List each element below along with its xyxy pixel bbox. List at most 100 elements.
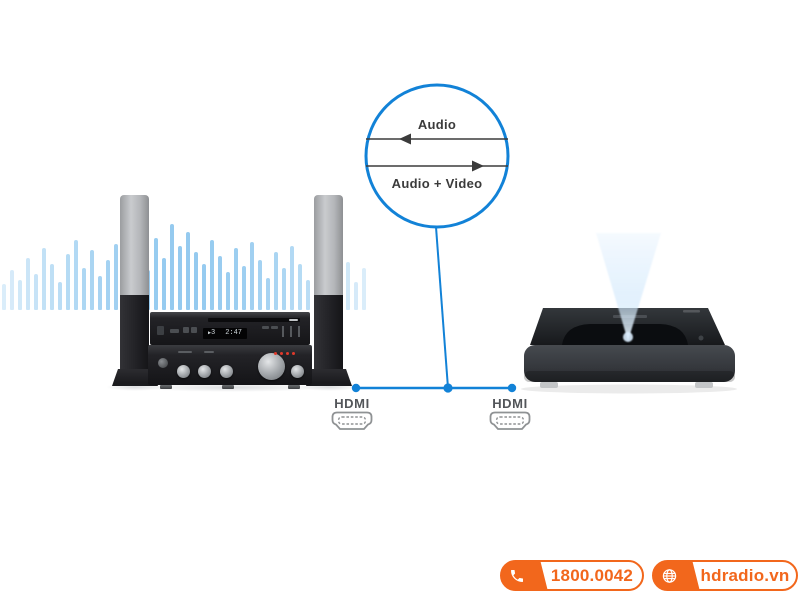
foot <box>288 385 300 389</box>
audio-video-label: Audio + Video <box>391 176 483 191</box>
foot <box>695 382 713 388</box>
speaker-grille-bar <box>524 345 735 382</box>
audio-bar <box>362 268 366 310</box>
skip-button <box>298 326 300 337</box>
audio-bar <box>170 224 174 310</box>
brand-mark <box>613 315 647 318</box>
phone-icon <box>511 569 523 582</box>
audio-bar <box>74 240 78 310</box>
website-url: hdradio.vn <box>700 565 790 585</box>
audio-bar <box>266 278 270 310</box>
audio-bar <box>282 268 286 310</box>
speaker-base-right <box>306 369 352 386</box>
diagram-circle <box>364 83 510 229</box>
globe-icon <box>662 568 677 583</box>
audio-bar <box>226 272 230 310</box>
bass-knob <box>177 365 190 378</box>
hdmi-port-left: HDMI <box>329 396 375 436</box>
grille-shade <box>524 371 735 382</box>
foot <box>160 385 172 389</box>
spec-mark <box>683 310 700 313</box>
cd-player: ▶3 2:47 <box>150 312 310 348</box>
play-icon: ▶ <box>207 330 211 336</box>
treble-knob <box>198 365 211 378</box>
audio-bar <box>210 240 214 310</box>
audio-bar <box>274 252 278 310</box>
audio-bar <box>10 270 14 310</box>
slot-indicator <box>289 319 298 321</box>
cd-display: ▶3 2:47 <box>203 328 247 339</box>
hdmi-label: HDMI <box>334 396 370 411</box>
foot <box>540 382 558 388</box>
track-number: 3 <box>211 329 216 337</box>
speaker-base-left <box>112 369 158 386</box>
audio-label: Audio <box>417 117 457 132</box>
audio-bar <box>194 252 198 310</box>
audio-bar <box>90 250 94 310</box>
panel-label <box>204 351 214 353</box>
audio-bar <box>66 254 70 310</box>
audio-bar <box>218 256 222 310</box>
audio-bars <box>2 222 366 310</box>
speaker-right <box>314 195 343 371</box>
amplifier <box>148 345 312 389</box>
audio-bar <box>234 248 238 310</box>
power-button <box>157 326 164 335</box>
skip-button <box>282 326 284 337</box>
audio-bar <box>346 262 350 310</box>
speaker-grille <box>120 195 149 295</box>
disc-slot <box>208 318 300 322</box>
audio-bar <box>114 244 118 310</box>
audio-bar <box>98 276 102 310</box>
balance-knob <box>220 365 233 378</box>
speaker-left <box>120 195 149 371</box>
volume-knob <box>258 353 285 380</box>
connector-dot-right <box>507 383 517 393</box>
projector <box>521 233 737 394</box>
audio-bar <box>290 246 294 310</box>
projection-beam <box>596 233 661 341</box>
status-led <box>292 352 295 355</box>
status-led <box>280 352 283 355</box>
mode-button <box>271 326 278 329</box>
hdmi-connector-icon <box>331 411 373 430</box>
speaker-column <box>314 295 343 371</box>
audio-bar <box>34 274 38 310</box>
status-led <box>286 352 289 355</box>
audio-bar <box>242 266 246 310</box>
phone-number: 1800.0042 <box>550 565 634 585</box>
audio-bar <box>250 242 254 310</box>
connector-line-vertical <box>435 226 449 389</box>
skip-button <box>290 326 292 337</box>
audio-bar <box>178 246 182 310</box>
shadow <box>106 383 164 391</box>
arrow-right-icon <box>472 160 484 172</box>
hdmi-label: HDMI <box>492 396 528 411</box>
phone-badge: 1800.0042 <box>500 560 644 591</box>
arrow-left-icon <box>399 133 411 145</box>
audio-bar <box>26 258 30 310</box>
foot <box>222 385 234 389</box>
shadow <box>300 383 358 391</box>
badge-icon-segment <box>653 561 687 590</box>
audio-bar <box>186 232 190 310</box>
audio-bar <box>354 282 358 310</box>
website-badge: hdradio.vn <box>652 560 798 591</box>
audio-bar <box>2 284 6 310</box>
eject-button <box>170 329 179 333</box>
stop-button <box>183 327 189 333</box>
hdmi-connector-icon <box>489 411 531 430</box>
audio-bar <box>162 258 166 310</box>
power-button <box>158 358 168 368</box>
shadow <box>521 384 737 394</box>
audio-bar <box>58 282 62 310</box>
lens-glow <box>623 332 633 342</box>
projector-top-deck <box>530 308 725 345</box>
lens-recess <box>562 324 688 345</box>
speaker-column <box>120 295 149 371</box>
audio-bar <box>258 260 262 310</box>
audio-bar <box>106 260 110 310</box>
input-knob <box>291 365 304 378</box>
status-led <box>274 352 277 355</box>
